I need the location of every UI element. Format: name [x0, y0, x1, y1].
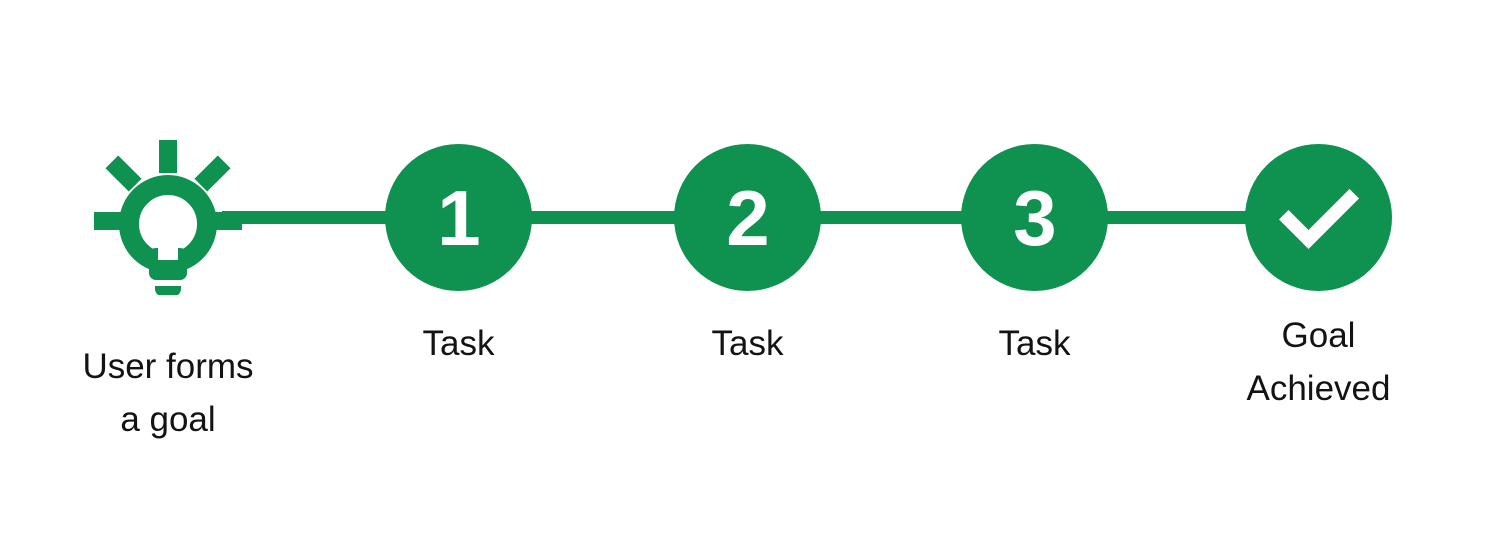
connector-start-to-1	[222, 211, 397, 224]
step-number-2: 2	[726, 173, 769, 262]
node-label-task-3: Task	[998, 324, 1071, 363]
connector-2-to-3	[808, 211, 974, 224]
step-number-1: 1	[437, 173, 480, 262]
connector-3-to-end	[1096, 211, 1262, 224]
node-label-task-1: Task	[422, 324, 495, 363]
lightbulb-icon	[94, 140, 242, 300]
step-number-3: 3	[1013, 173, 1056, 262]
node-label-start: User forms a goal	[82, 347, 254, 439]
node-label-task-2: Task	[711, 324, 784, 363]
check-icon	[1278, 188, 1359, 249]
goal-circle[interactable]	[1245, 144, 1392, 291]
step-circle-1[interactable]: 1	[385, 144, 532, 291]
connector-1-to-2	[520, 211, 688, 224]
node-label-end: Goal Achieved	[1246, 316, 1391, 408]
step-circle-2[interactable]: 2	[674, 144, 821, 291]
step-circle-3[interactable]: 3	[961, 144, 1108, 291]
